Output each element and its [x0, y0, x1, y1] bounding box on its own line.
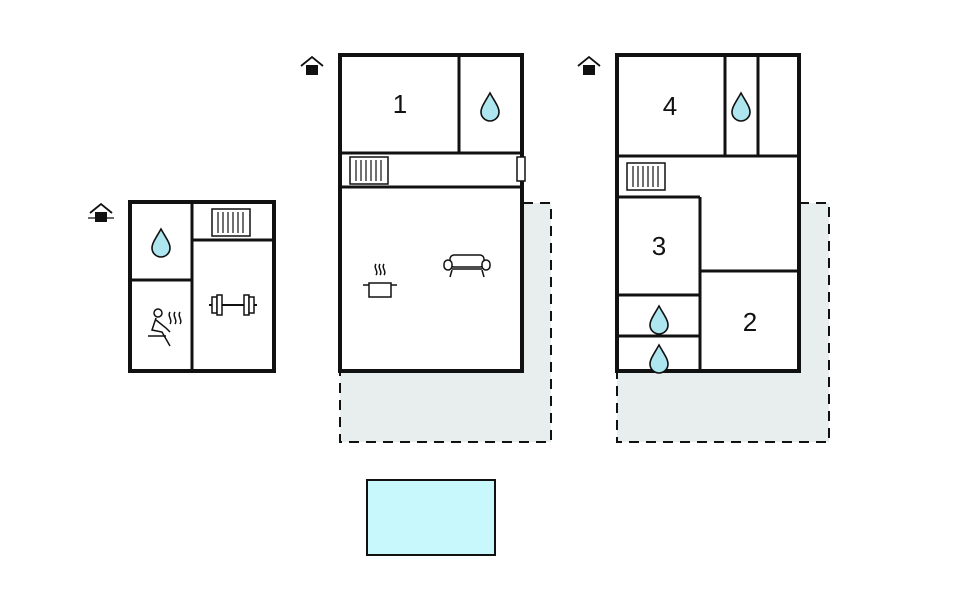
room-number-4: 4 — [663, 91, 677, 121]
sauna-icon — [148, 308, 182, 347]
radiator-icon — [349, 156, 389, 185]
floor-level-icon — [300, 56, 324, 76]
floor-level-icon — [577, 56, 601, 76]
dumbbell-icon — [209, 294, 257, 316]
room-number-2: 2 — [743, 307, 757, 337]
radiator-icon — [211, 208, 251, 237]
building-left — [88, 200, 276, 373]
cooking-pot-icon — [363, 263, 397, 298]
floor-level-icon — [89, 203, 113, 223]
sofa-icon — [443, 254, 491, 278]
building-middle: 1 — [300, 53, 526, 373]
terrace-right — [616, 202, 830, 443]
room-number-3: 3 — [652, 231, 666, 261]
building-right: 4 3 2 — [577, 53, 801, 374]
room-number-1: 1 — [393, 89, 407, 119]
pool-icon — [366, 479, 496, 556]
radiator-icon — [626, 162, 666, 191]
